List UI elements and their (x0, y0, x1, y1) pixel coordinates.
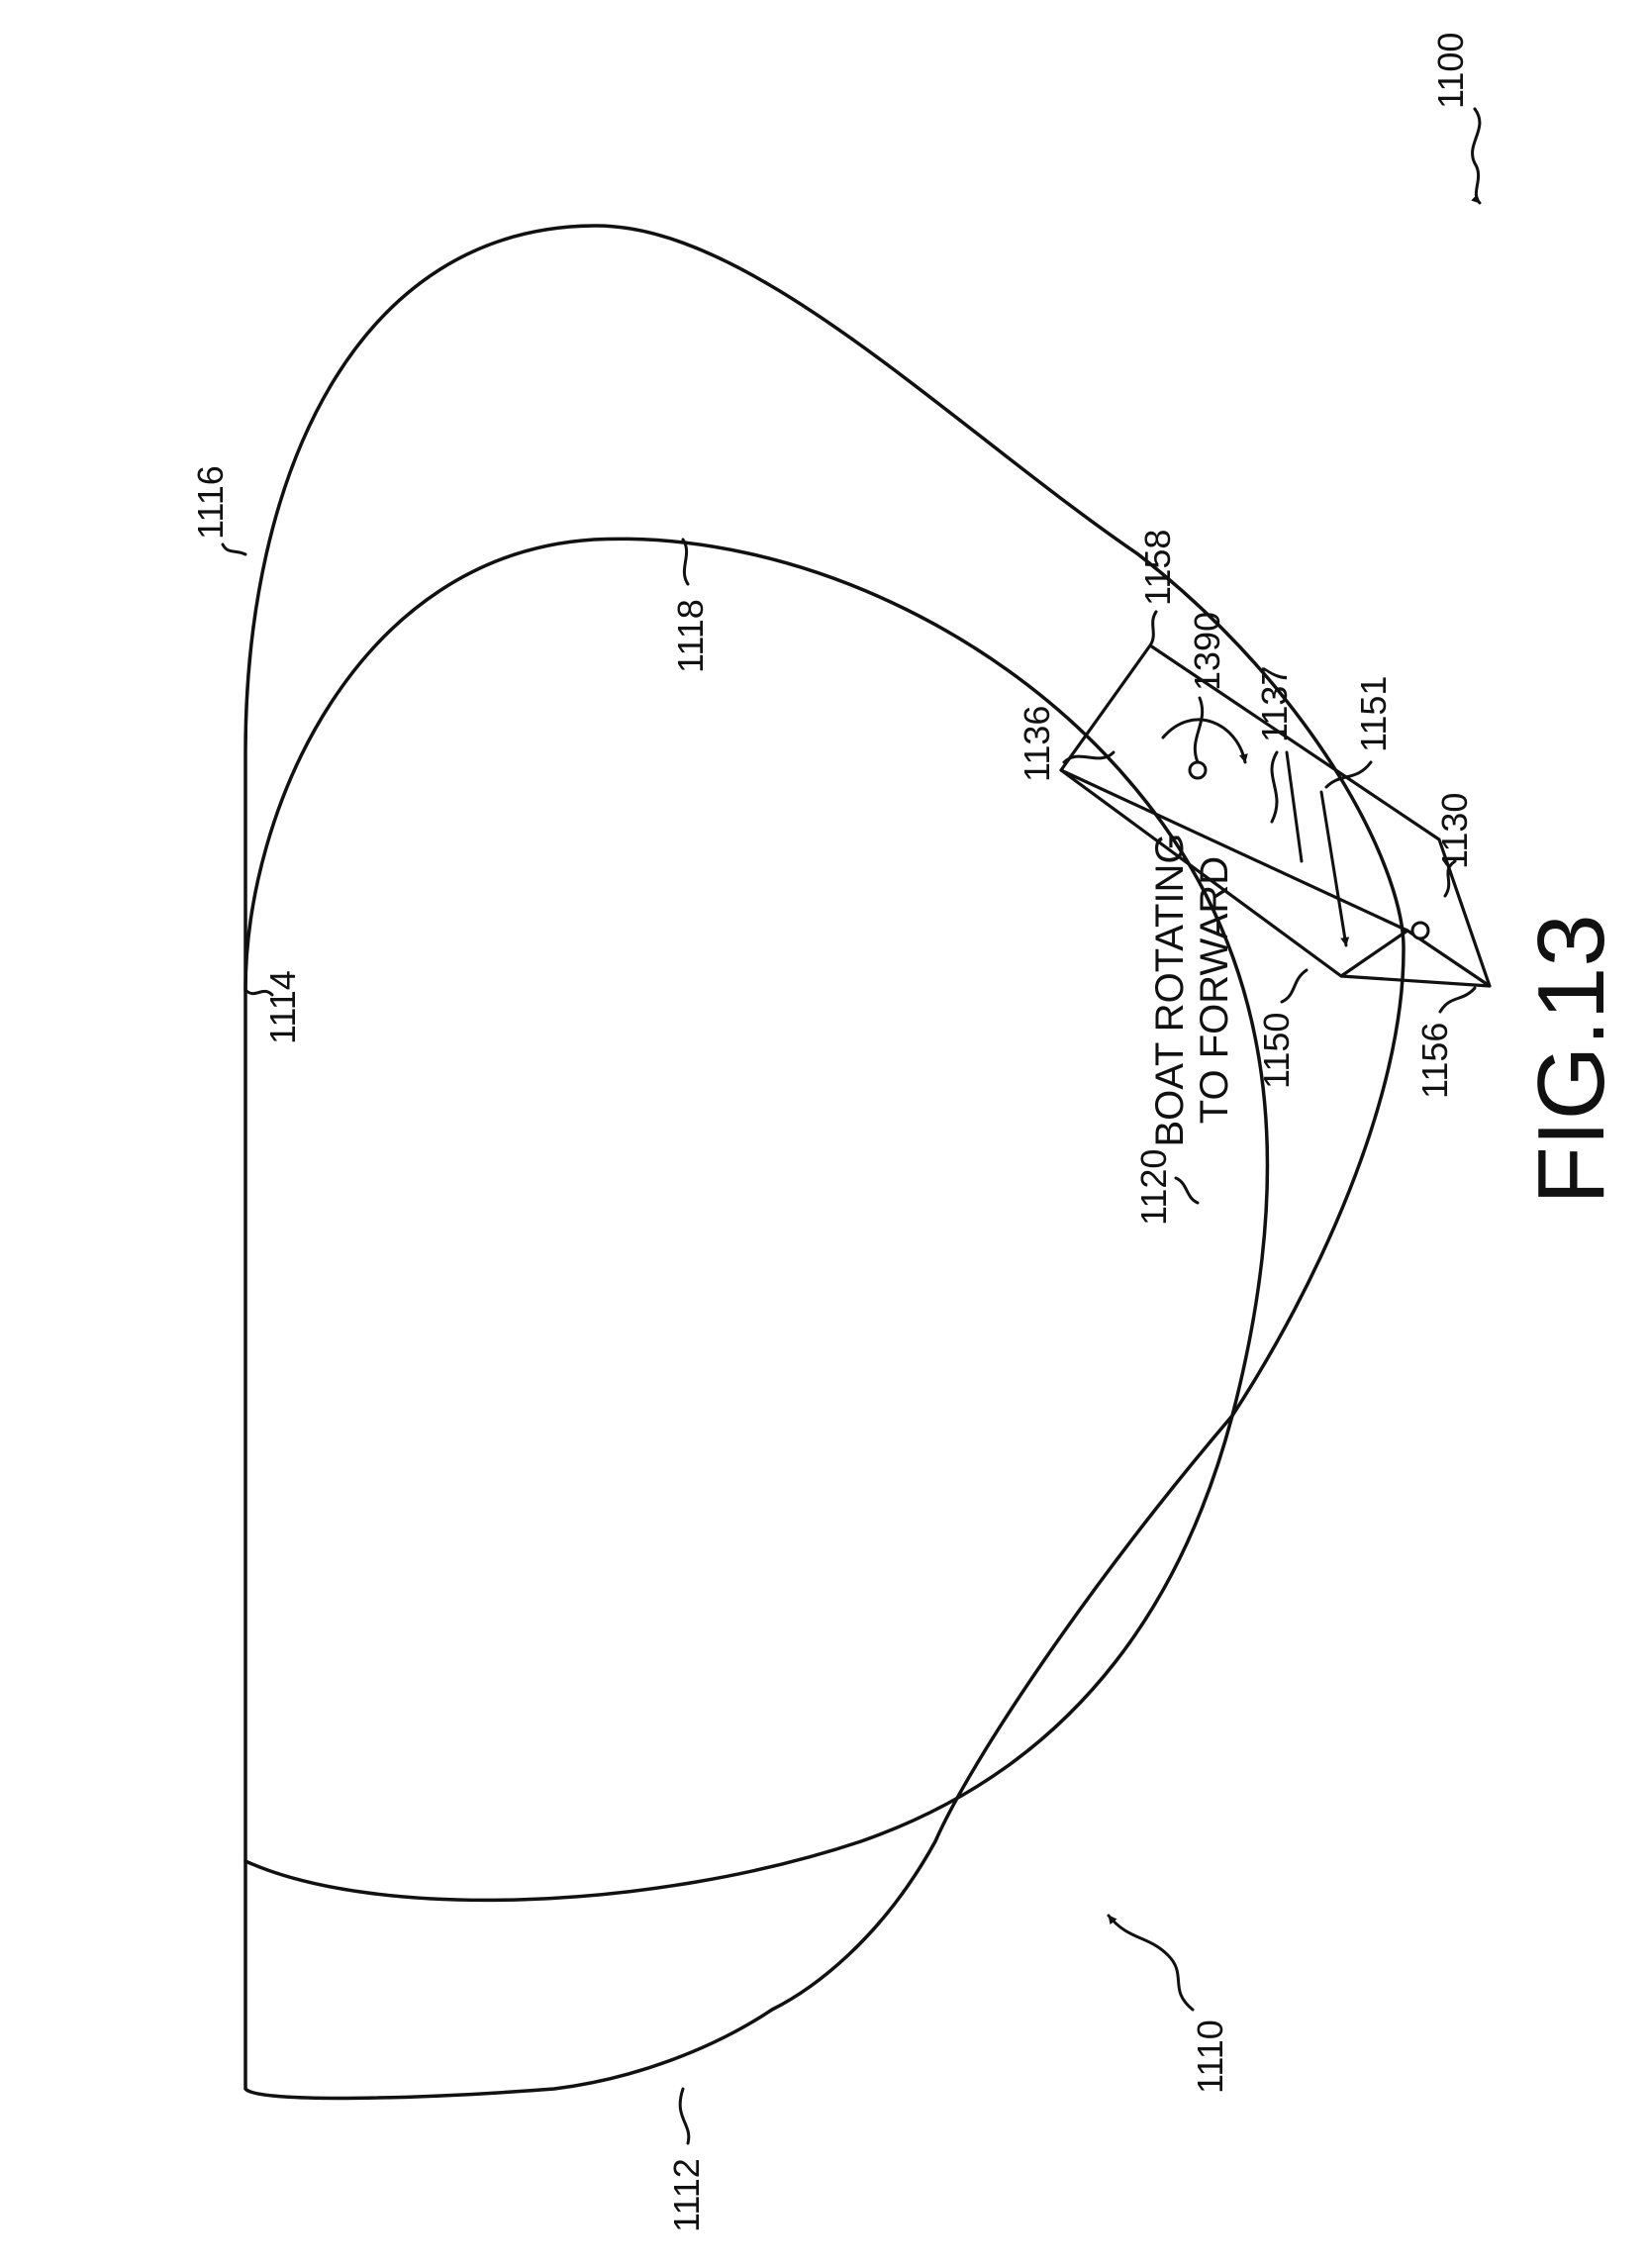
caption-line-2: TO FORWARD (1193, 856, 1236, 1124)
leader-1137 (1270, 750, 1279, 824)
label-1112: 1112 (666, 2158, 707, 2232)
label-1151: 1151 (1353, 676, 1394, 752)
leader-1136 (1062, 750, 1115, 764)
leader-1156 (1438, 986, 1477, 1014)
rotation-arrow-1137 (1161, 718, 1248, 764)
label-1136: 1136 (1017, 706, 1057, 782)
label-1110: 1110 (1190, 2020, 1230, 2094)
direction-arrow-1151-b (1285, 750, 1304, 863)
label-1137: 1137 (1254, 666, 1295, 742)
label-1158: 1158 (1137, 530, 1178, 606)
leader-1112 (678, 2087, 691, 2145)
label-1114: 1114 (262, 970, 303, 1044)
leader-1120 (1174, 1176, 1200, 1205)
figure-title: FIG.13 (1518, 914, 1624, 1204)
label-1390: 1390 (1187, 612, 1227, 691)
boat-centerline (1060, 768, 1408, 933)
label-1116: 1116 (190, 465, 231, 540)
label-1150: 1150 (1256, 1013, 1297, 1089)
label-1130: 1130 (1434, 793, 1475, 869)
label-1156: 1156 (1414, 1023, 1455, 1099)
leader-1118 (681, 538, 690, 586)
leader-1114 (243, 988, 274, 997)
inner-path-1118 (243, 537, 1270, 1903)
leader-1100 (1471, 107, 1482, 205)
outer-path-1116 (243, 224, 1406, 2101)
leader-1151 (1324, 760, 1373, 789)
caption-line-1: BOAT ROTATING (1148, 833, 1192, 1146)
leader-1158 (1148, 610, 1158, 647)
leader-1130 (1443, 859, 1457, 898)
label-1120: 1120 (1133, 1149, 1174, 1226)
pivot-point-1390 (1188, 760, 1208, 780)
label-1118: 1118 (670, 599, 711, 673)
leader-1150 (1280, 968, 1309, 1004)
leader-1390 (1193, 696, 1205, 764)
boat-bow-edge (1340, 929, 1491, 988)
leader-1116 (221, 542, 247, 556)
label-1100: 1100 (1430, 33, 1471, 109)
boat-outline (1059, 643, 1492, 988)
leader-1110 (1107, 1914, 1195, 2012)
point-1130 (1410, 921, 1430, 940)
direction-arrow-1151 (1319, 790, 1350, 947)
